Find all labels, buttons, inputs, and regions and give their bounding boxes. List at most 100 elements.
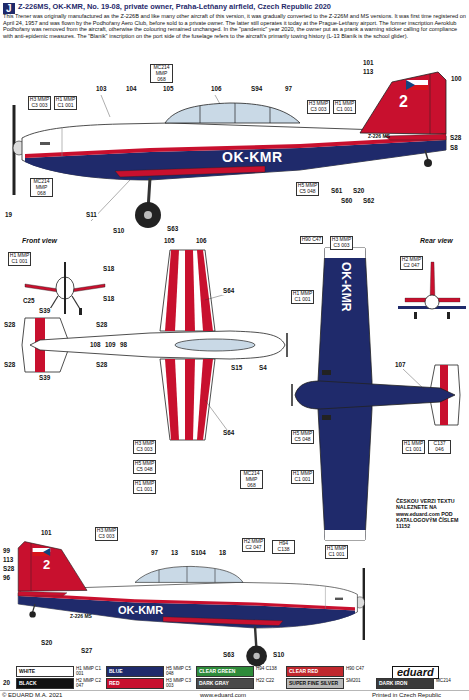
callout-number: S63 [166, 226, 179, 233]
footer-text: © EDUARD M.A. 2021 [2, 692, 62, 699]
view-title: Rear view [420, 237, 453, 245]
legend-swatch: CLEAR GREEN [196, 666, 254, 677]
callout-number: S27 [80, 648, 93, 655]
callout-number: S28 [95, 322, 108, 329]
callout-number: S39 [38, 308, 51, 315]
paint-code: H1 MMP C1 001 [402, 440, 425, 454]
callout-number: 99 [2, 548, 11, 555]
legend-code: H2 MMP C2 047 [76, 678, 104, 689]
paint-code: C137 046 [428, 440, 451, 454]
legend-code: H3 MMP C3 003 [166, 678, 194, 689]
callout-number: S20 [352, 188, 365, 195]
callout-number: 101 [362, 60, 375, 67]
callout-number: S63 [222, 652, 235, 659]
profile-letter: J [3, 3, 15, 14]
tail-number: 2 [43, 558, 50, 572]
type-marking: Z-226 MS [368, 134, 390, 140]
callout-number: C25 [22, 298, 36, 305]
legend-text: CLEAR RED [289, 669, 318, 675]
paint-code: H1 MMP C1 001 [291, 470, 314, 484]
paint-code: H94 C138 [272, 540, 295, 554]
callout-number: S104 [190, 550, 207, 557]
registration: OK-KMR [339, 262, 352, 311]
legend-swatch: SUPER FINE SILVER [286, 678, 344, 689]
paint-code: H1 MMP C1 001 [291, 290, 314, 304]
callout-number: 106 [195, 238, 208, 245]
legend-code: H94 C138 [256, 666, 284, 671]
paint-code: H1 MMP C1 001 [54, 96, 77, 110]
tail-number: 2 [399, 93, 408, 111]
paint-code: MC214 MMP 068 [150, 64, 173, 83]
callout-number: S28 [2, 566, 15, 573]
legend-text: RED [109, 681, 120, 687]
callout-number: 19 [4, 212, 13, 219]
legend-swatch: WHITE [16, 666, 74, 677]
paint-code: H3 MMP C3 003 [330, 236, 353, 250]
callout-number: S28 [449, 135, 462, 142]
paint-code: H1 MMP C1 001 [8, 252, 31, 266]
legend-text: BLACK [19, 681, 37, 687]
callout-number: 109 [104, 342, 117, 349]
legend-swatch: CLEAR RED [286, 666, 344, 677]
callout-number: S4 [258, 365, 268, 372]
callout-number: S64 [222, 288, 235, 295]
legend-code: H22 C22 [256, 678, 284, 683]
callout-number: S28 [95, 362, 108, 369]
description-text: This Trener was originally manufactured … [3, 13, 466, 40]
legend-code: SM201 [346, 678, 374, 683]
callout-number: 13 [170, 550, 179, 557]
legend-text: DARK GRAY [199, 681, 229, 687]
paint-code: H3 MMP C3 003 [28, 96, 51, 110]
paint-code: H3 MMP C3 003 [133, 440, 156, 454]
callout-number: 106 [210, 86, 223, 93]
paint-code: H3 MMP C3 003 [95, 527, 118, 541]
footer-text: www.eduard.com [200, 692, 246, 699]
callout-number: S11 [85, 212, 98, 219]
callout-number: 96 [2, 575, 11, 582]
paint-code: H2 MMP C2 047 [400, 256, 423, 270]
paint-code: H2 MMP C2 047 [242, 538, 265, 552]
registration: OK-KMR [118, 604, 163, 616]
legend-swatch: BLUE [106, 666, 164, 677]
paint-code: H1 MMP C1 001 [133, 480, 156, 494]
paint-code: H5 MMP C5 048 [133, 460, 156, 474]
legend-code: MC214 [436, 678, 464, 683]
callout-number: 107 [394, 362, 407, 369]
callout-number: 108 [89, 342, 102, 349]
callout-number: 18 [218, 550, 227, 557]
registration: OK-KMR [222, 150, 283, 165]
callout-number: S10 [112, 228, 125, 235]
legend-text: DARK IRON [379, 681, 407, 687]
type-marking: Z-226 MS [70, 614, 92, 620]
callout-number: 113 [362, 69, 374, 76]
page-title: Z-226MS, OK-KMR, No. 19-08, private owne… [18, 3, 466, 11]
paint-code: H3 MMP C3 003 [307, 100, 330, 114]
callout-number: 97 [284, 86, 293, 93]
paint-code: H1 MMP C1 001 [325, 545, 348, 559]
callout-number: S39 [38, 375, 51, 382]
callout-number: 101 [40, 530, 53, 537]
paint-code: MC214 MMP 068 [30, 178, 53, 197]
footer-text: Printed in Czech Republic [372, 692, 441, 699]
callout-number: 105 [163, 238, 176, 245]
legend-swatch: DARK GRAY [196, 678, 254, 689]
paint-code: H90 C47 [300, 236, 323, 244]
legend-code: H1 MMP C1 001 [76, 666, 104, 677]
legend-swatch: RED [106, 678, 164, 689]
callout-number: S10 [272, 652, 285, 659]
callout-number: S60 [340, 198, 353, 205]
callout-number: 103 [95, 86, 108, 93]
callout-number: S62 [362, 198, 375, 205]
callout-number: 100 [450, 76, 463, 83]
legend-swatch: BLACK [16, 678, 74, 689]
callout-number: 113 [2, 557, 14, 564]
legend-text: BLUE [109, 669, 123, 675]
callout-number: 97 [150, 550, 159, 557]
callout-number: 20 [2, 680, 11, 687]
callout-number: S18 [102, 266, 115, 273]
callout-number: 104 [125, 86, 138, 93]
callout-number: S15 [230, 365, 243, 372]
callout-number: S20 [40, 640, 53, 647]
callout-number: S64 [222, 430, 235, 437]
